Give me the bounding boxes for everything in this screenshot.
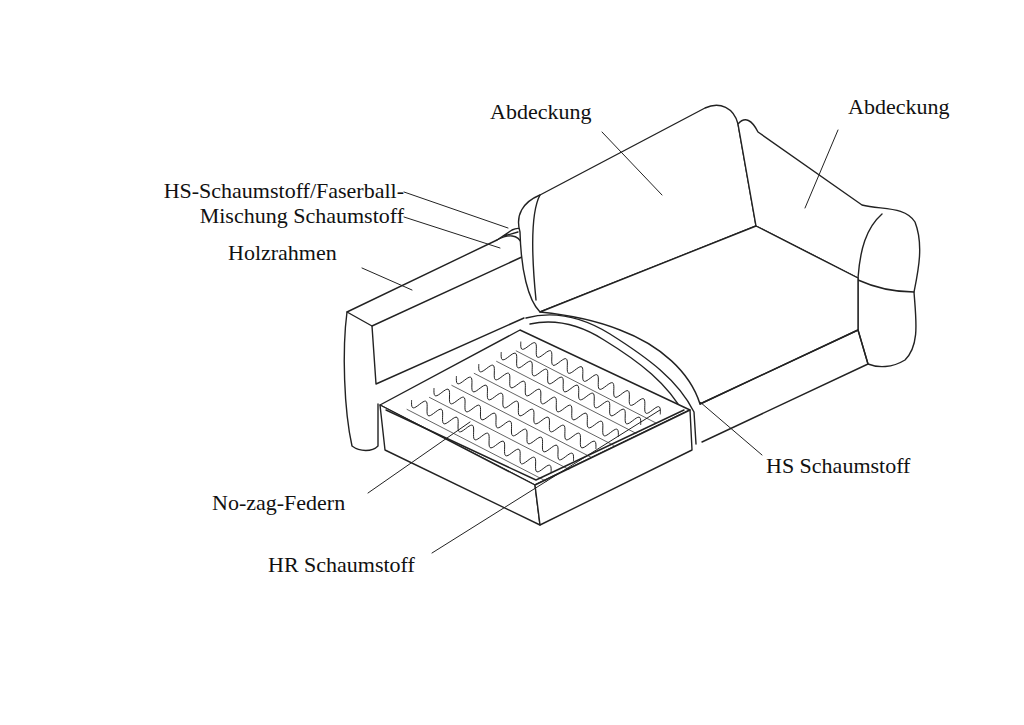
leader-line xyxy=(432,410,660,553)
leader-line xyxy=(805,130,838,208)
back-cushion-side xyxy=(533,195,540,300)
leader-line xyxy=(362,268,412,290)
leader-line xyxy=(404,217,500,248)
spring-rail xyxy=(474,373,614,445)
spring-rail xyxy=(452,385,592,457)
spring-wire xyxy=(412,401,552,473)
spring-wire xyxy=(456,377,596,449)
right-arm-inner xyxy=(858,214,914,292)
part-label: Holzrahmen xyxy=(228,240,337,265)
leader-lines xyxy=(362,130,838,553)
seat-front xyxy=(700,330,868,442)
spring-wire xyxy=(521,342,661,414)
part-label: HR Schaumstoff xyxy=(268,552,415,577)
frame-inner-line xyxy=(386,410,684,480)
part-label: HS Schaumstoff xyxy=(766,453,910,478)
part-label: No-zag-Federn xyxy=(212,490,345,515)
arm-outline xyxy=(347,236,524,326)
leader-line xyxy=(404,192,508,228)
spring-rail xyxy=(516,351,656,423)
frame-side xyxy=(380,405,540,525)
spring-rail xyxy=(407,409,546,481)
spring-rail xyxy=(429,397,569,469)
leader-line xyxy=(700,402,762,455)
leader-line xyxy=(368,422,470,493)
no-zag-springs xyxy=(407,342,660,481)
leader-line xyxy=(602,132,662,195)
part-label: Abdeckung xyxy=(490,99,591,124)
part-label: HS-Schaumstoff/Faserball- Mischung Schau… xyxy=(104,178,404,228)
spring-wire xyxy=(434,389,574,461)
part-label: Abdeckung xyxy=(848,94,949,119)
spring-wire xyxy=(501,353,641,425)
